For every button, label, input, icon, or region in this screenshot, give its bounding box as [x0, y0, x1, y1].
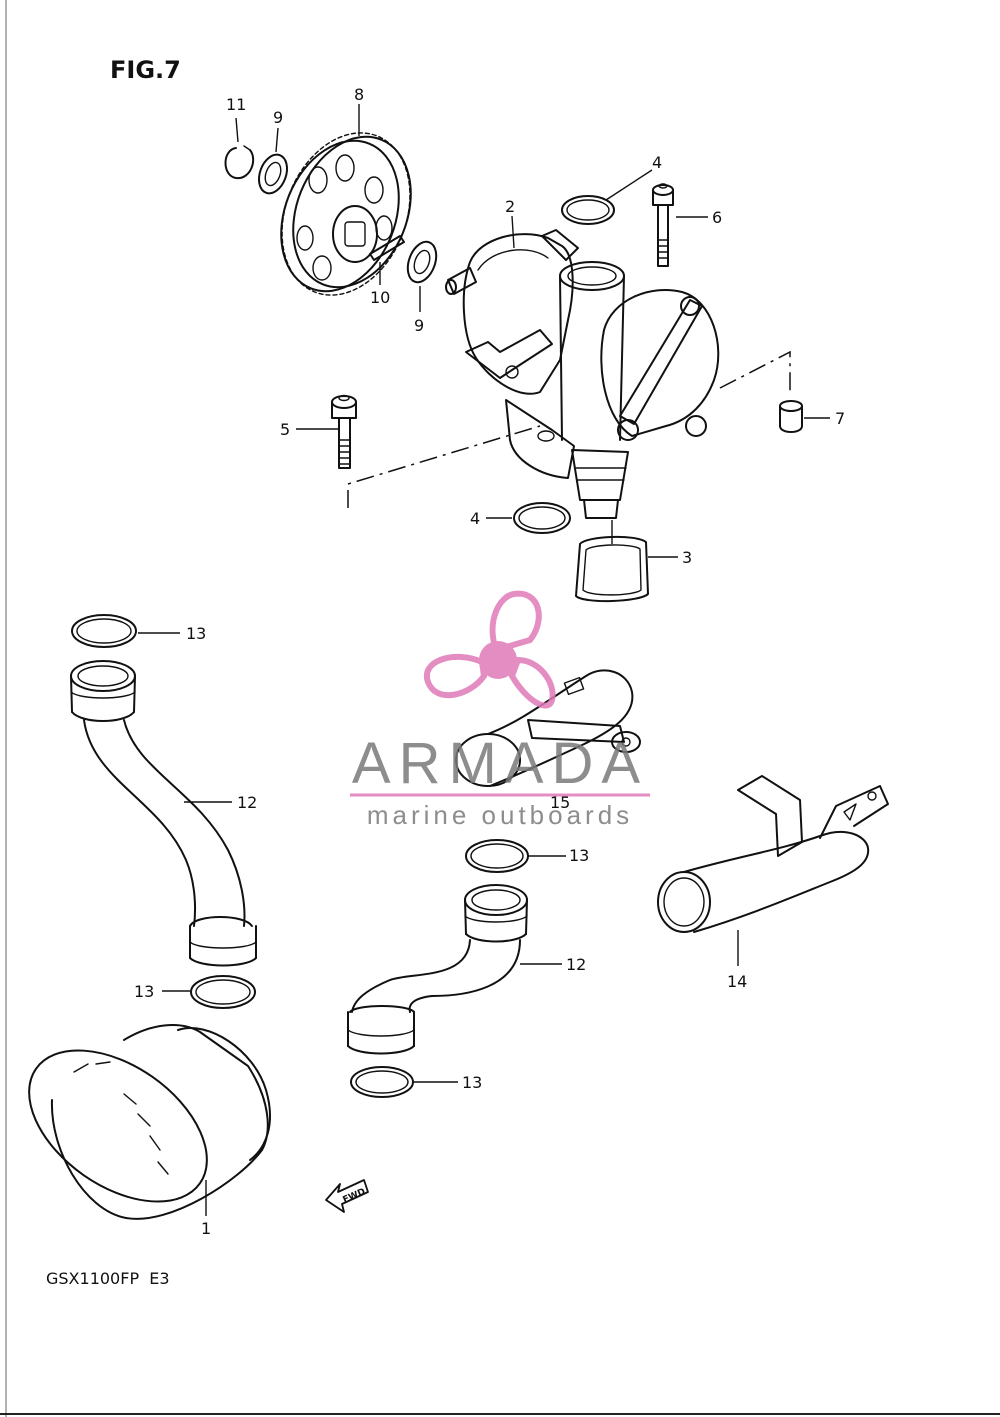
callout-13-a: 13 [186, 624, 206, 643]
watermark-logo: ARMADA marine outboards [350, 590, 650, 830]
figure-title: FIG.7 [110, 56, 181, 84]
callout-12-left: 12 [237, 793, 257, 812]
bolt-6 [652, 183, 674, 267]
oil-pipe-12-left [70, 660, 257, 967]
callout-13-c: 13 [134, 982, 154, 1001]
watermark-tagline: marine outboards [367, 800, 633, 830]
dowel-7 [779, 400, 803, 433]
model-code: GSX1100FP E3 [46, 1269, 170, 1288]
callout-2: 2 [505, 197, 515, 216]
o-ring-4-upper [561, 195, 615, 225]
callout-9-lower: 9 [414, 316, 424, 335]
o-ring-13-a [71, 614, 137, 648]
callout-7: 7 [835, 409, 845, 428]
watermark-brand: ARMADA [352, 731, 648, 796]
bolt-5 [331, 394, 357, 469]
callout-15: 15 [550, 793, 570, 812]
washer-9-lower [406, 240, 438, 284]
o-ring-13-d [350, 1066, 414, 1098]
callout-6: 6 [712, 208, 722, 227]
circlip-11 [224, 145, 255, 180]
propeller-icon [423, 590, 556, 709]
callout-3: 3 [682, 548, 692, 567]
o-ring-13-c [190, 975, 256, 1009]
callout-5: 5 [280, 420, 290, 439]
washer-9-top [257, 153, 289, 195]
o-ring-13-b [465, 839, 529, 873]
callout-13-d: 13 [462, 1073, 482, 1092]
callout-4-lower: 4 [470, 509, 480, 528]
callout-11: 11 [226, 95, 246, 114]
oil-pump-gear-8 [280, 132, 412, 296]
oil-pipe-12-center [347, 884, 528, 1055]
callout-9-top: 9 [273, 108, 283, 127]
callout-14: 14 [727, 972, 747, 991]
callout-10: 10 [370, 288, 390, 307]
pin-10 [369, 235, 405, 261]
callout-1: 1 [201, 1219, 211, 1238]
callout-4-upper: 4 [652, 153, 662, 172]
oil-filter-1 [28, 1024, 271, 1220]
gasket-3 [575, 535, 649, 603]
callout-8: 8 [354, 85, 364, 104]
callout-12-center: 12 [566, 955, 586, 974]
callout-13-b: 13 [569, 846, 589, 865]
forward-arrow-icon: FWD [325, 1179, 369, 1213]
o-ring-4-lower [513, 502, 571, 534]
oil-pump-2 [445, 229, 720, 519]
oil-pipe-15 [455, 669, 641, 787]
oil-pipe-14 [657, 775, 889, 933]
